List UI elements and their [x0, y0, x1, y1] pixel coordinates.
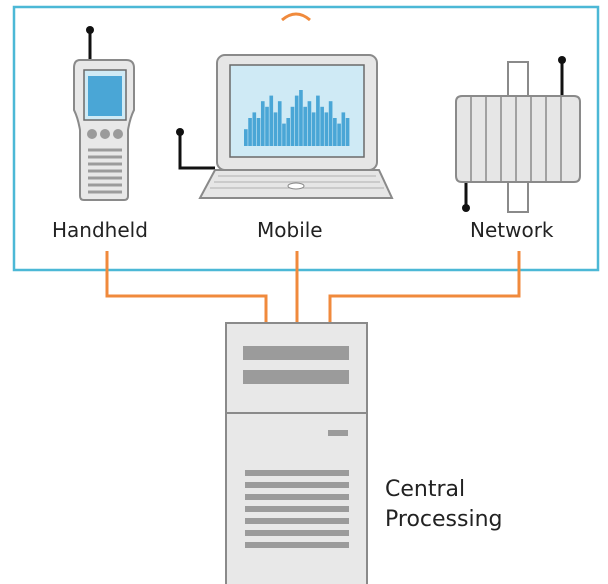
screen-chart-bar [341, 112, 346, 146]
network-access-point-icon [455, 56, 581, 213]
screen-chart-bar [320, 106, 324, 146]
central-processing-label: Central Processing [385, 475, 502, 535]
devices-frame [12, 5, 600, 272]
screen-chart-bar [328, 101, 333, 146]
network-wire [328, 251, 521, 323]
screen-chart-bar [286, 118, 291, 146]
screen-chart-bar [277, 101, 282, 146]
screen-chart-bar [269, 95, 274, 146]
screen-chart-bar [273, 112, 278, 146]
screen-chart-bar [265, 106, 269, 146]
handheld-label: Handheld [52, 218, 148, 242]
screen-chart-bar [244, 129, 248, 146]
central-label-line1: Central [385, 477, 466, 502]
screen-chart-bar [252, 112, 257, 146]
connection-wires [105, 251, 521, 323]
screen-chart-bar [248, 118, 252, 146]
laptop-screen-chart [244, 90, 350, 146]
screen-chart-bar [282, 123, 286, 146]
screen-chart-bar [256, 118, 261, 146]
screen-chart-bar [324, 112, 329, 146]
screen-chart-bar [316, 95, 320, 146]
screen-chart-bar [345, 118, 350, 146]
screen-chart-bar [299, 90, 303, 146]
screen-chart-bar [260, 101, 265, 146]
screen-chart-bar [337, 123, 341, 146]
handheld-wire [105, 251, 268, 323]
central-label-line2: Processing [385, 507, 503, 532]
screen-chart-bar [290, 106, 295, 146]
server-tower-icon [225, 322, 368, 584]
wireless-signal-icon [281, 12, 311, 22]
network-label: Network [470, 218, 554, 242]
handheld-scanner-icon [73, 26, 135, 201]
laptop-computer-icon [176, 54, 394, 199]
screen-chart-bar [307, 101, 312, 146]
screen-chart-bar [333, 118, 337, 146]
mobile-label: Mobile [257, 218, 323, 242]
screen-chart-bar [294, 95, 299, 146]
screen-chart-bar [303, 106, 307, 146]
screen-chart-bar [311, 112, 316, 146]
